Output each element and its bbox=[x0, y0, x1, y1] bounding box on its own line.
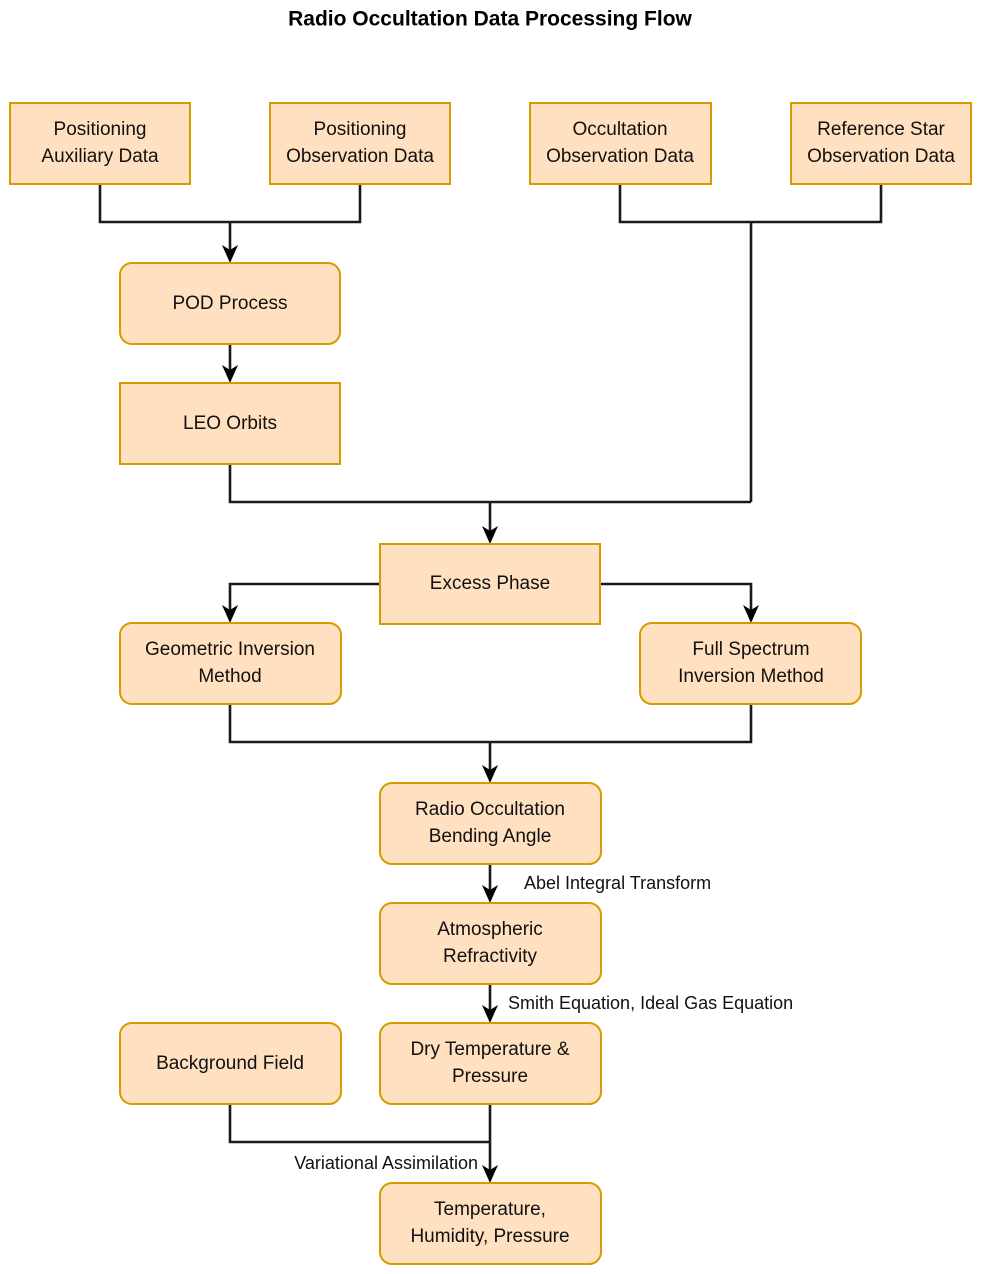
node-temperature-humidity-pressure[interactable]: Temperature, Humidity, Pressure bbox=[379, 1182, 602, 1265]
node-box-pod-process[interactable] bbox=[119, 262, 341, 345]
node-label-pod-process: POD Process bbox=[172, 293, 287, 314]
arrowhead-dry-temperature-pressure bbox=[482, 1005, 498, 1023]
edge-excess-to-fullspectrum bbox=[600, 582, 753, 612]
node-label-full-spectrum-inversion-method-line2: Inversion Method bbox=[678, 666, 824, 687]
node-box-reference-star-observation-data[interactable] bbox=[790, 102, 972, 185]
node-box-temperature-humidity-pressure[interactable] bbox=[379, 1182, 602, 1265]
node-background-field[interactable]: Background Field bbox=[119, 1022, 342, 1105]
node-box-positioning-auxiliary-data[interactable] bbox=[9, 102, 191, 185]
edge-aux-to-pod bbox=[98, 184, 230, 224]
node-reference-star-observation-data[interactable]: Reference Star Observation Data bbox=[790, 102, 972, 185]
edge-refstar-to-bus bbox=[751, 184, 883, 224]
node-label-reference-star-observation-data-line1: Reference Star bbox=[817, 119, 945, 140]
node-box-atmospheric-refractivity[interactable] bbox=[379, 902, 602, 985]
node-full-spectrum-inversion-method[interactable]: Full Spectrum Inversion Method bbox=[639, 622, 862, 705]
edge-leo-to-bus bbox=[228, 464, 751, 504]
page-title: Radio Occultation Data Processing Flow bbox=[288, 8, 692, 31]
node-label-excess-phase: Excess Phase bbox=[430, 573, 550, 594]
arrowhead-excess-phase bbox=[482, 526, 498, 544]
edge-fullspectrum-to-bending bbox=[490, 704, 753, 744]
arrowhead-fullspectrum-inversion bbox=[743, 605, 759, 623]
node-leo-orbits[interactable]: LEO Orbits bbox=[119, 382, 341, 465]
edge-label-layer: Abel Integral Transform Smith Equation, … bbox=[294, 873, 793, 1173]
node-label-temperature-humidity-pressure-line2: Humidity, Pressure bbox=[410, 1226, 569, 1247]
edge-background-to-bus bbox=[228, 1104, 490, 1144]
node-label-background-field: Background Field bbox=[156, 1053, 304, 1074]
node-box-excess-phase[interactable] bbox=[379, 543, 601, 625]
edge-layer bbox=[98, 184, 883, 1183]
arrowhead-bending-angle bbox=[482, 765, 498, 783]
node-dry-temperature-pressure[interactable]: Dry Temperature & Pressure bbox=[379, 1022, 602, 1105]
node-label-positioning-auxiliary-data-line1: Positioning bbox=[54, 119, 147, 140]
arrowhead-temperature-humidity-pressure bbox=[482, 1165, 498, 1183]
node-box-dry-temperature-pressure[interactable] bbox=[379, 1022, 602, 1105]
arrowhead-geometric-inversion bbox=[222, 605, 238, 623]
node-box-occultation-observation-data[interactable] bbox=[529, 102, 712, 185]
arrowhead-pod-process bbox=[222, 245, 238, 263]
edge-label-variational-assimilation: Variational Assimilation bbox=[294, 1153, 478, 1173]
edge-excess-to-geometric bbox=[228, 582, 380, 612]
node-label-occultation-observation-data-line2: Observation Data bbox=[546, 146, 694, 167]
node-label-leo-orbits: LEO Orbits bbox=[183, 413, 277, 434]
node-geometric-inversion-method[interactable]: Geometric Inversion Method bbox=[119, 622, 342, 705]
node-excess-phase[interactable]: Excess Phase bbox=[379, 543, 601, 625]
node-box-geometric-inversion-method[interactable] bbox=[119, 622, 342, 705]
node-label-radio-occultation-bending-angle-line2: Bending Angle bbox=[429, 826, 552, 847]
node-positioning-auxiliary-data[interactable]: Positioning Auxiliary Data bbox=[9, 102, 191, 185]
node-atmospheric-refractivity[interactable]: Atmospheric Refractivity bbox=[379, 902, 602, 985]
arrowhead-leo-orbits bbox=[222, 365, 238, 383]
node-label-atmospheric-refractivity-line2: Refractivity bbox=[443, 946, 537, 967]
node-label-temperature-humidity-pressure-line1: Temperature, bbox=[434, 1199, 546, 1220]
edge-occ-to-bus bbox=[618, 184, 751, 224]
arrowhead-atmospheric-refractivity bbox=[482, 885, 498, 903]
node-positioning-observation-data[interactable]: Positioning Observation Data bbox=[269, 102, 451, 185]
node-label-dry-temperature-pressure-line1: Dry Temperature & bbox=[410, 1039, 569, 1060]
node-layer: Positioning Auxiliary Data Positioning O… bbox=[9, 102, 972, 1265]
edge-label-smith-ideal-gas-equation: Smith Equation, Ideal Gas Equation bbox=[508, 993, 793, 1013]
node-label-dry-temperature-pressure-line2: Pressure bbox=[452, 1066, 528, 1087]
edge-posobs-to-pod bbox=[230, 184, 362, 224]
node-label-occultation-observation-data-line1: Occultation bbox=[572, 119, 667, 140]
node-label-reference-star-observation-data-line2: Observation Data bbox=[807, 146, 955, 167]
node-label-atmospheric-refractivity-line1: Atmospheric bbox=[437, 919, 543, 940]
node-box-radio-occultation-bending-angle[interactable] bbox=[379, 782, 602, 865]
node-label-radio-occultation-bending-angle-line1: Radio Occultation bbox=[415, 799, 565, 820]
node-pod-process[interactable]: POD Process bbox=[119, 262, 341, 345]
node-box-leo-orbits[interactable] bbox=[119, 382, 341, 465]
node-label-positioning-observation-data-line1: Positioning bbox=[314, 119, 407, 140]
node-label-positioning-auxiliary-data-line2: Auxiliary Data bbox=[41, 146, 159, 167]
node-label-positioning-observation-data-line2: Observation Data bbox=[286, 146, 434, 167]
node-box-background-field[interactable] bbox=[119, 1022, 342, 1105]
node-box-full-spectrum-inversion-method[interactable] bbox=[639, 622, 862, 705]
edge-label-abel-integral-transform: Abel Integral Transform bbox=[524, 873, 711, 893]
node-occultation-observation-data[interactable]: Occultation Observation Data bbox=[529, 102, 712, 185]
node-label-geometric-inversion-method-line2: Method bbox=[198, 666, 261, 687]
node-box-positioning-observation-data[interactable] bbox=[269, 102, 451, 185]
node-radio-occultation-bending-angle[interactable]: Radio Occultation Bending Angle bbox=[379, 782, 602, 865]
node-label-full-spectrum-inversion-method-line1: Full Spectrum bbox=[692, 639, 809, 660]
node-label-geometric-inversion-method-line1: Geometric Inversion bbox=[145, 639, 315, 660]
edge-geometric-to-bending bbox=[228, 704, 490, 744]
